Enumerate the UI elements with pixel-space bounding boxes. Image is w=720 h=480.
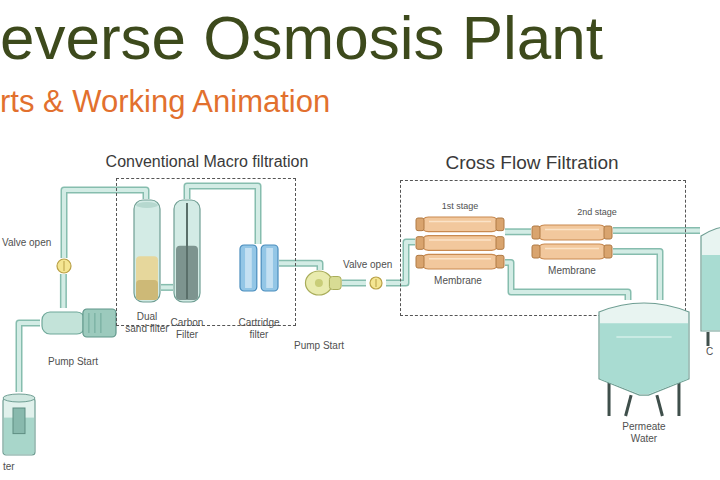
pipe	[19, 323, 40, 392]
pipe	[613, 252, 660, 301]
pipe	[161, 287, 173, 288]
pipe-fill	[505, 230, 531, 234]
shape	[700, 222, 720, 332]
node-label: Pump Start	[48, 356, 110, 368]
node-label: 1st stage	[425, 201, 495, 211]
node-label: Cartridge filter	[231, 317, 287, 340]
node-label: ter	[3, 461, 33, 473]
node-label: 2nd stage	[567, 207, 627, 217]
node-label: Permeate Water	[610, 421, 678, 444]
subtitle: rts & Working Animation	[0, 84, 330, 120]
pipe-outline	[613, 227, 700, 234]
shape	[366, 276, 386, 290]
diagram-title: everse Osmosis Plant	[0, 4, 603, 72]
pump: Pump Start	[40, 308, 118, 338]
node-label: Valve open	[2, 237, 62, 249]
node-label: Carbon Filter	[165, 317, 209, 340]
cartridge-filter: Cartridge filter	[239, 244, 279, 292]
shape	[2, 392, 36, 456]
shape	[40, 308, 118, 338]
shape	[531, 223, 613, 261]
shape	[415, 215, 505, 271]
pipe	[613, 230, 700, 231]
pipe-fill	[279, 263, 320, 270]
pipe-outline	[19, 323, 40, 392]
node-label: Pump Start	[294, 340, 354, 352]
pipe-fill	[161, 285, 173, 289]
valve: Valve open	[366, 276, 386, 290]
pipe-outline	[505, 263, 628, 300]
pipe	[63, 274, 64, 308]
node-label: C	[706, 346, 718, 358]
filtration-group: Conventional Macro filtrationDual sand f…	[116, 178, 296, 326]
pump: Pump Start	[300, 270, 342, 296]
pipe-outline	[505, 228, 531, 235]
pipe-fill	[19, 323, 40, 392]
pipe	[505, 263, 628, 300]
node-label: Cross Flow Filtration	[397, 152, 667, 174]
pipe-fill	[613, 229, 700, 233]
shape	[133, 199, 161, 303]
pipe-fill	[61, 274, 65, 308]
valve: Valve open	[56, 258, 72, 274]
pipe-fill	[342, 281, 366, 285]
membrane: 1st stageMembrane	[415, 215, 505, 271]
pipe-outline	[342, 280, 366, 287]
pipe-outline	[613, 252, 660, 301]
pipe-outline	[279, 263, 320, 270]
raw-water-tank: ter	[2, 392, 36, 456]
node-label: Membrane	[535, 265, 609, 277]
storage-tank: C	[700, 222, 720, 332]
pipe	[342, 283, 366, 284]
sand-filter: Dual sand filter	[133, 199, 161, 303]
shape	[56, 258, 72, 274]
node-label: Conventional Macro filtration	[61, 153, 353, 171]
carbon-filter: Carbon Filter	[173, 199, 201, 303]
shape	[173, 199, 201, 303]
node-label: Dual sand filter	[125, 311, 169, 334]
pipe	[505, 231, 531, 232]
filtration-group: Cross Flow Filtration1st stageMembrane2n…	[400, 180, 686, 316]
pipe-outline	[60, 274, 67, 308]
membrane: 2nd stageMembrane	[531, 223, 613, 261]
pipe-fill	[505, 263, 628, 300]
shape	[239, 244, 279, 292]
shape	[300, 270, 342, 296]
node-label: Membrane	[421, 275, 495, 287]
storage-tank: Permeate Water	[598, 300, 690, 416]
shape	[598, 300, 690, 416]
pipe-outline	[161, 284, 173, 291]
node-label: Valve open	[343, 259, 403, 271]
pipe	[279, 263, 320, 270]
pipe-fill	[613, 252, 660, 301]
